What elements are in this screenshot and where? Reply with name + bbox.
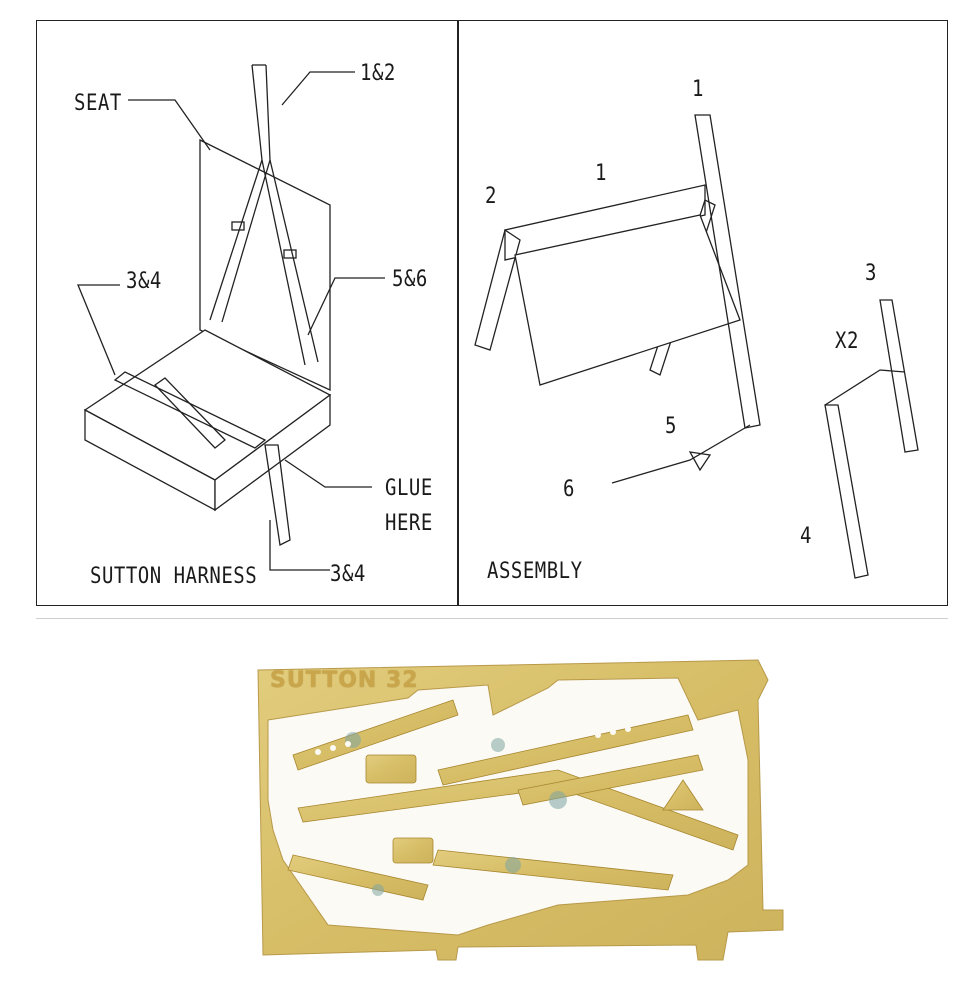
glue-label-line2: HERE: [385, 510, 433, 536]
part-4-label: 4: [800, 523, 812, 549]
part-2-label: 2: [485, 183, 497, 209]
photo-etched-fret: [257, 659, 784, 961]
part-1-2-label: 1&2: [360, 60, 396, 86]
seat-label: SEAT: [74, 90, 122, 116]
x2-label: X2: [835, 328, 859, 354]
sutton-harness-drawing: [77, 64, 919, 579]
scan-separator: [36, 618, 948, 619]
part-3-label: 3: [865, 260, 877, 286]
sutton-harness-caption: SUTTON HARNESS: [90, 563, 258, 589]
part-3-4-label-top: 3&4: [126, 268, 162, 294]
panel-divider: [457, 21, 459, 605]
fret-engraving: SUTTON 32: [270, 668, 419, 693]
part-5-label: 5: [665, 413, 677, 439]
instruction-panels: [36, 20, 948, 606]
part-1-top-label: 1: [692, 76, 704, 102]
part-5-6-label: 5&6: [392, 266, 428, 292]
glue-label-line1: GLUE: [385, 475, 433, 501]
part-3-4-label-bottom: 3&4: [330, 561, 366, 587]
part-1-label: 1: [595, 160, 607, 186]
part-6-label: 6: [563, 476, 575, 502]
assembly-caption: ASSEMBLY: [487, 558, 583, 584]
